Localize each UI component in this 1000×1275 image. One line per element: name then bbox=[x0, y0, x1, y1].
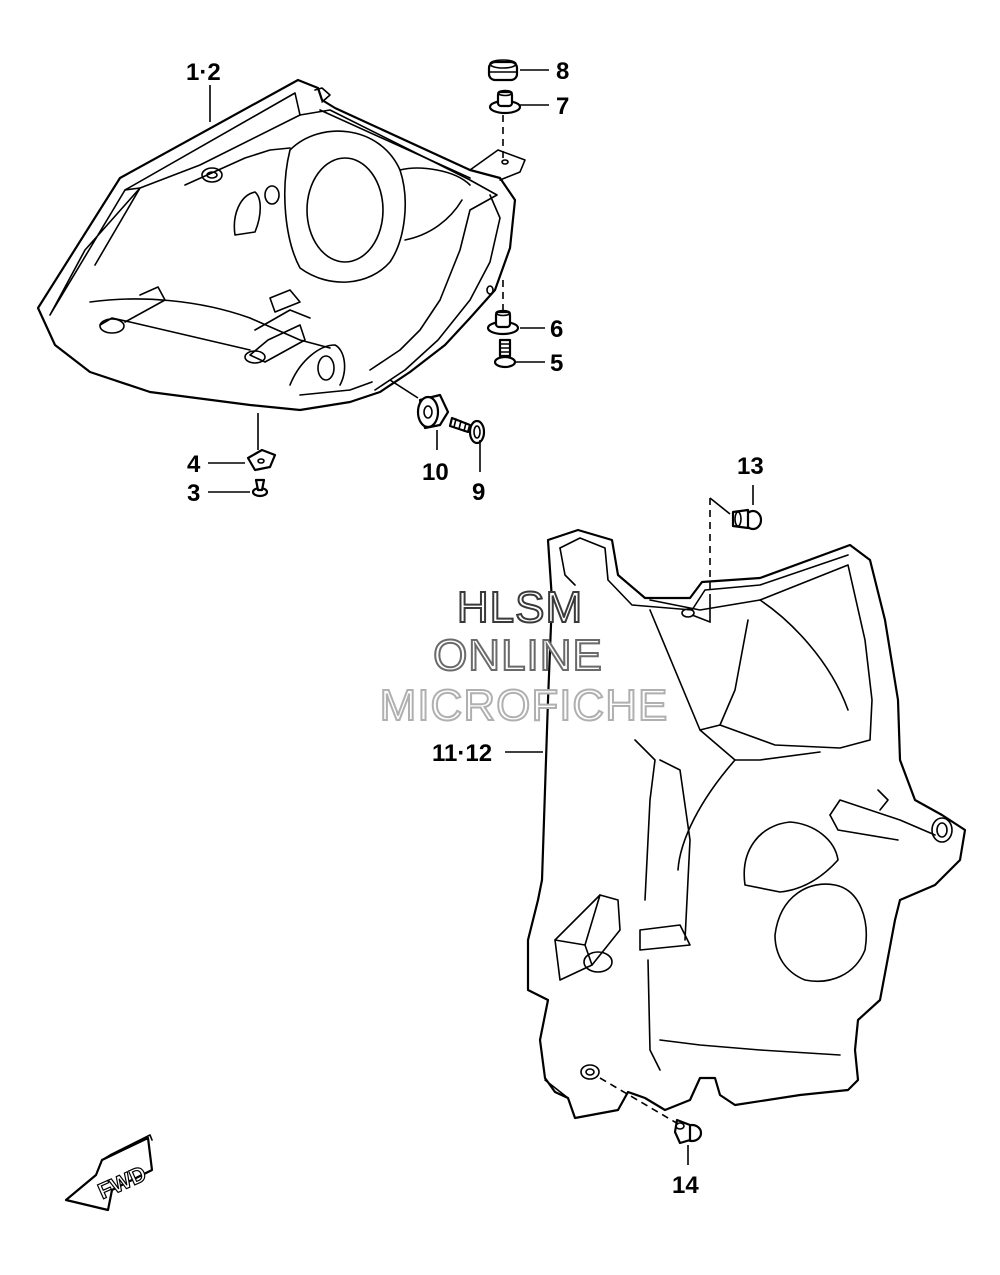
callout-labels: 1·2 8 7 6 5 4 3 10 9 11·12 13 14 bbox=[186, 58, 764, 1199]
callout-9: 9 bbox=[472, 479, 485, 506]
callout-1-2: 1·2 bbox=[186, 59, 221, 86]
part-4-nut bbox=[246, 448, 277, 472]
leader-lines bbox=[208, 69, 754, 1165]
callout-10: 10 bbox=[422, 459, 449, 486]
callout-7: 7 bbox=[556, 93, 569, 120]
callout-8: 8 bbox=[556, 58, 569, 85]
fwd-arrow-icon: FWD bbox=[64, 1134, 154, 1212]
callout-11-12: 11·12 bbox=[432, 740, 492, 767]
callout-6: 6 bbox=[550, 316, 563, 343]
callout-14: 14 bbox=[672, 1172, 699, 1199]
part-10-cushion bbox=[416, 393, 450, 430]
callout-5: 5 bbox=[550, 350, 563, 377]
callout-4: 4 bbox=[187, 451, 201, 478]
watermark-line-2: ONLINE bbox=[433, 631, 603, 680]
part-5-bolt bbox=[493, 338, 517, 369]
watermark: HLSM ONLINE MICROFICHE bbox=[379, 582, 669, 731]
part-13-clip bbox=[731, 508, 763, 531]
watermark-line-1: HLSM bbox=[457, 583, 583, 632]
watermark-line-3: MICROFICHE bbox=[380, 681, 669, 730]
part-14-clip bbox=[673, 1118, 703, 1145]
part-3-screw bbox=[251, 478, 269, 498]
part-8-grommet bbox=[487, 59, 519, 82]
part-9-bolt bbox=[448, 416, 486, 445]
upper-cover-part bbox=[36, 78, 526, 412]
lower-cover-part bbox=[526, 528, 967, 1120]
part-6-collar bbox=[486, 309, 520, 336]
callout-13: 13 bbox=[737, 453, 764, 480]
callout-3: 3 bbox=[187, 480, 200, 507]
part-7-collar bbox=[488, 89, 522, 115]
